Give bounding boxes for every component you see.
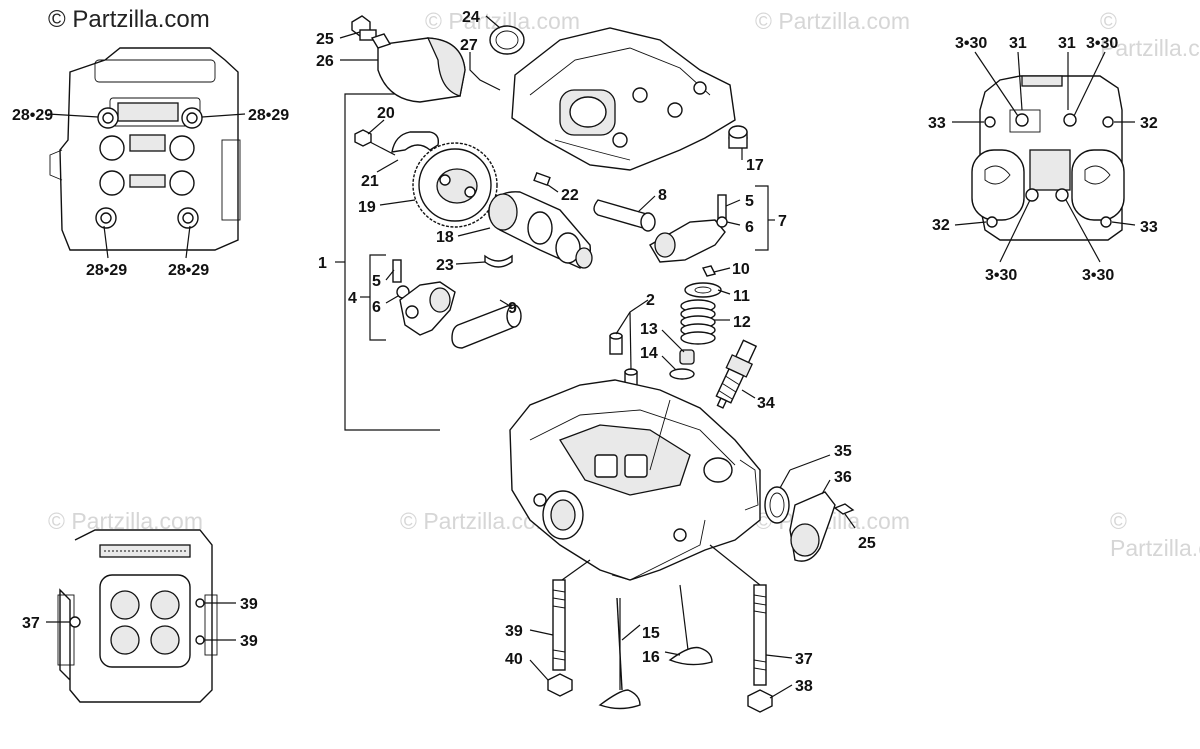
callout-35: 35: [834, 443, 852, 460]
callout-18: 18: [436, 229, 454, 246]
callout-39: 39: [240, 596, 258, 613]
callout-1: 1: [318, 255, 327, 272]
cam-carrier-view: 3•30 31 31 3•30 33 32 32 33 3•30 3•30: [928, 35, 1158, 284]
callout-11: 11: [733, 288, 750, 305]
callout-39: 39: [505, 623, 523, 640]
callout-17: 17: [746, 157, 764, 174]
callout-9: 9: [508, 300, 517, 317]
callout-39: 39: [240, 633, 258, 650]
callout-16: 16: [642, 649, 660, 666]
watermark: © Partzilla.com: [1100, 8, 1200, 61]
head-bottom-view: 37 39 39: [22, 529, 258, 703]
callout-31: 31: [1058, 35, 1076, 52]
callout-25: 25: [858, 535, 876, 552]
callout-25: 25: [316, 31, 334, 48]
callout-22: 22: [561, 187, 579, 204]
callout-28-29: 28•29: [12, 107, 53, 124]
callout-3-30: 3•30: [1086, 35, 1118, 52]
callout-8: 8: [658, 187, 667, 204]
callout-5: 5: [372, 273, 381, 290]
callout-12: 12: [733, 314, 751, 331]
callout-28-29: 28•29: [86, 262, 127, 279]
exploded-assembly: 1 25 26 27 24: [316, 9, 876, 713]
callout-37: 37: [795, 651, 813, 668]
callout-19: 19: [358, 199, 376, 216]
callout-27: 27: [460, 37, 478, 54]
callout-3-30: 3•30: [985, 267, 1017, 284]
callout-37: 37: [22, 615, 40, 632]
callout-5: 5: [745, 193, 754, 210]
callout-33: 33: [928, 115, 946, 132]
callout-2: 2: [646, 292, 655, 309]
callout-6: 6: [745, 219, 754, 236]
callout-10: 10: [732, 261, 750, 278]
callout-6: 6: [372, 299, 381, 316]
callout-4: 4: [348, 290, 357, 307]
callout-31: 31: [1009, 35, 1027, 52]
callout-7: 7: [778, 213, 787, 230]
callout-40: 40: [505, 651, 523, 668]
callout-28-29: 28•29: [248, 107, 289, 124]
callout-38: 38: [795, 678, 813, 695]
watermark: © Partzilla.com: [1110, 508, 1200, 561]
callout-21: 21: [361, 173, 379, 190]
callout-36: 36: [834, 469, 852, 486]
head-top-view: 28•29 28•29 28•29 28•29: [12, 47, 289, 279]
callout-33: 33: [1140, 219, 1158, 236]
callout-3-30: 3•30: [955, 35, 987, 52]
callout-24: 24: [462, 9, 480, 26]
callout-23: 23: [436, 257, 454, 274]
callout-20: 20: [377, 105, 395, 122]
callout-32: 32: [1140, 115, 1158, 132]
callout-13: 13: [640, 321, 658, 338]
callout-26: 26: [316, 53, 334, 70]
callout-32: 32: [932, 217, 950, 234]
callout-15: 15: [642, 625, 660, 642]
watermark: © Partzilla.com: [755, 8, 910, 34]
callout-14: 14: [640, 345, 658, 362]
callout-28-29: 28•29: [168, 262, 209, 279]
callout-3-30: 3•30: [1082, 267, 1114, 284]
callout-34: 34: [757, 395, 775, 412]
copyright-notice: © Partzilla.com: [48, 6, 210, 33]
